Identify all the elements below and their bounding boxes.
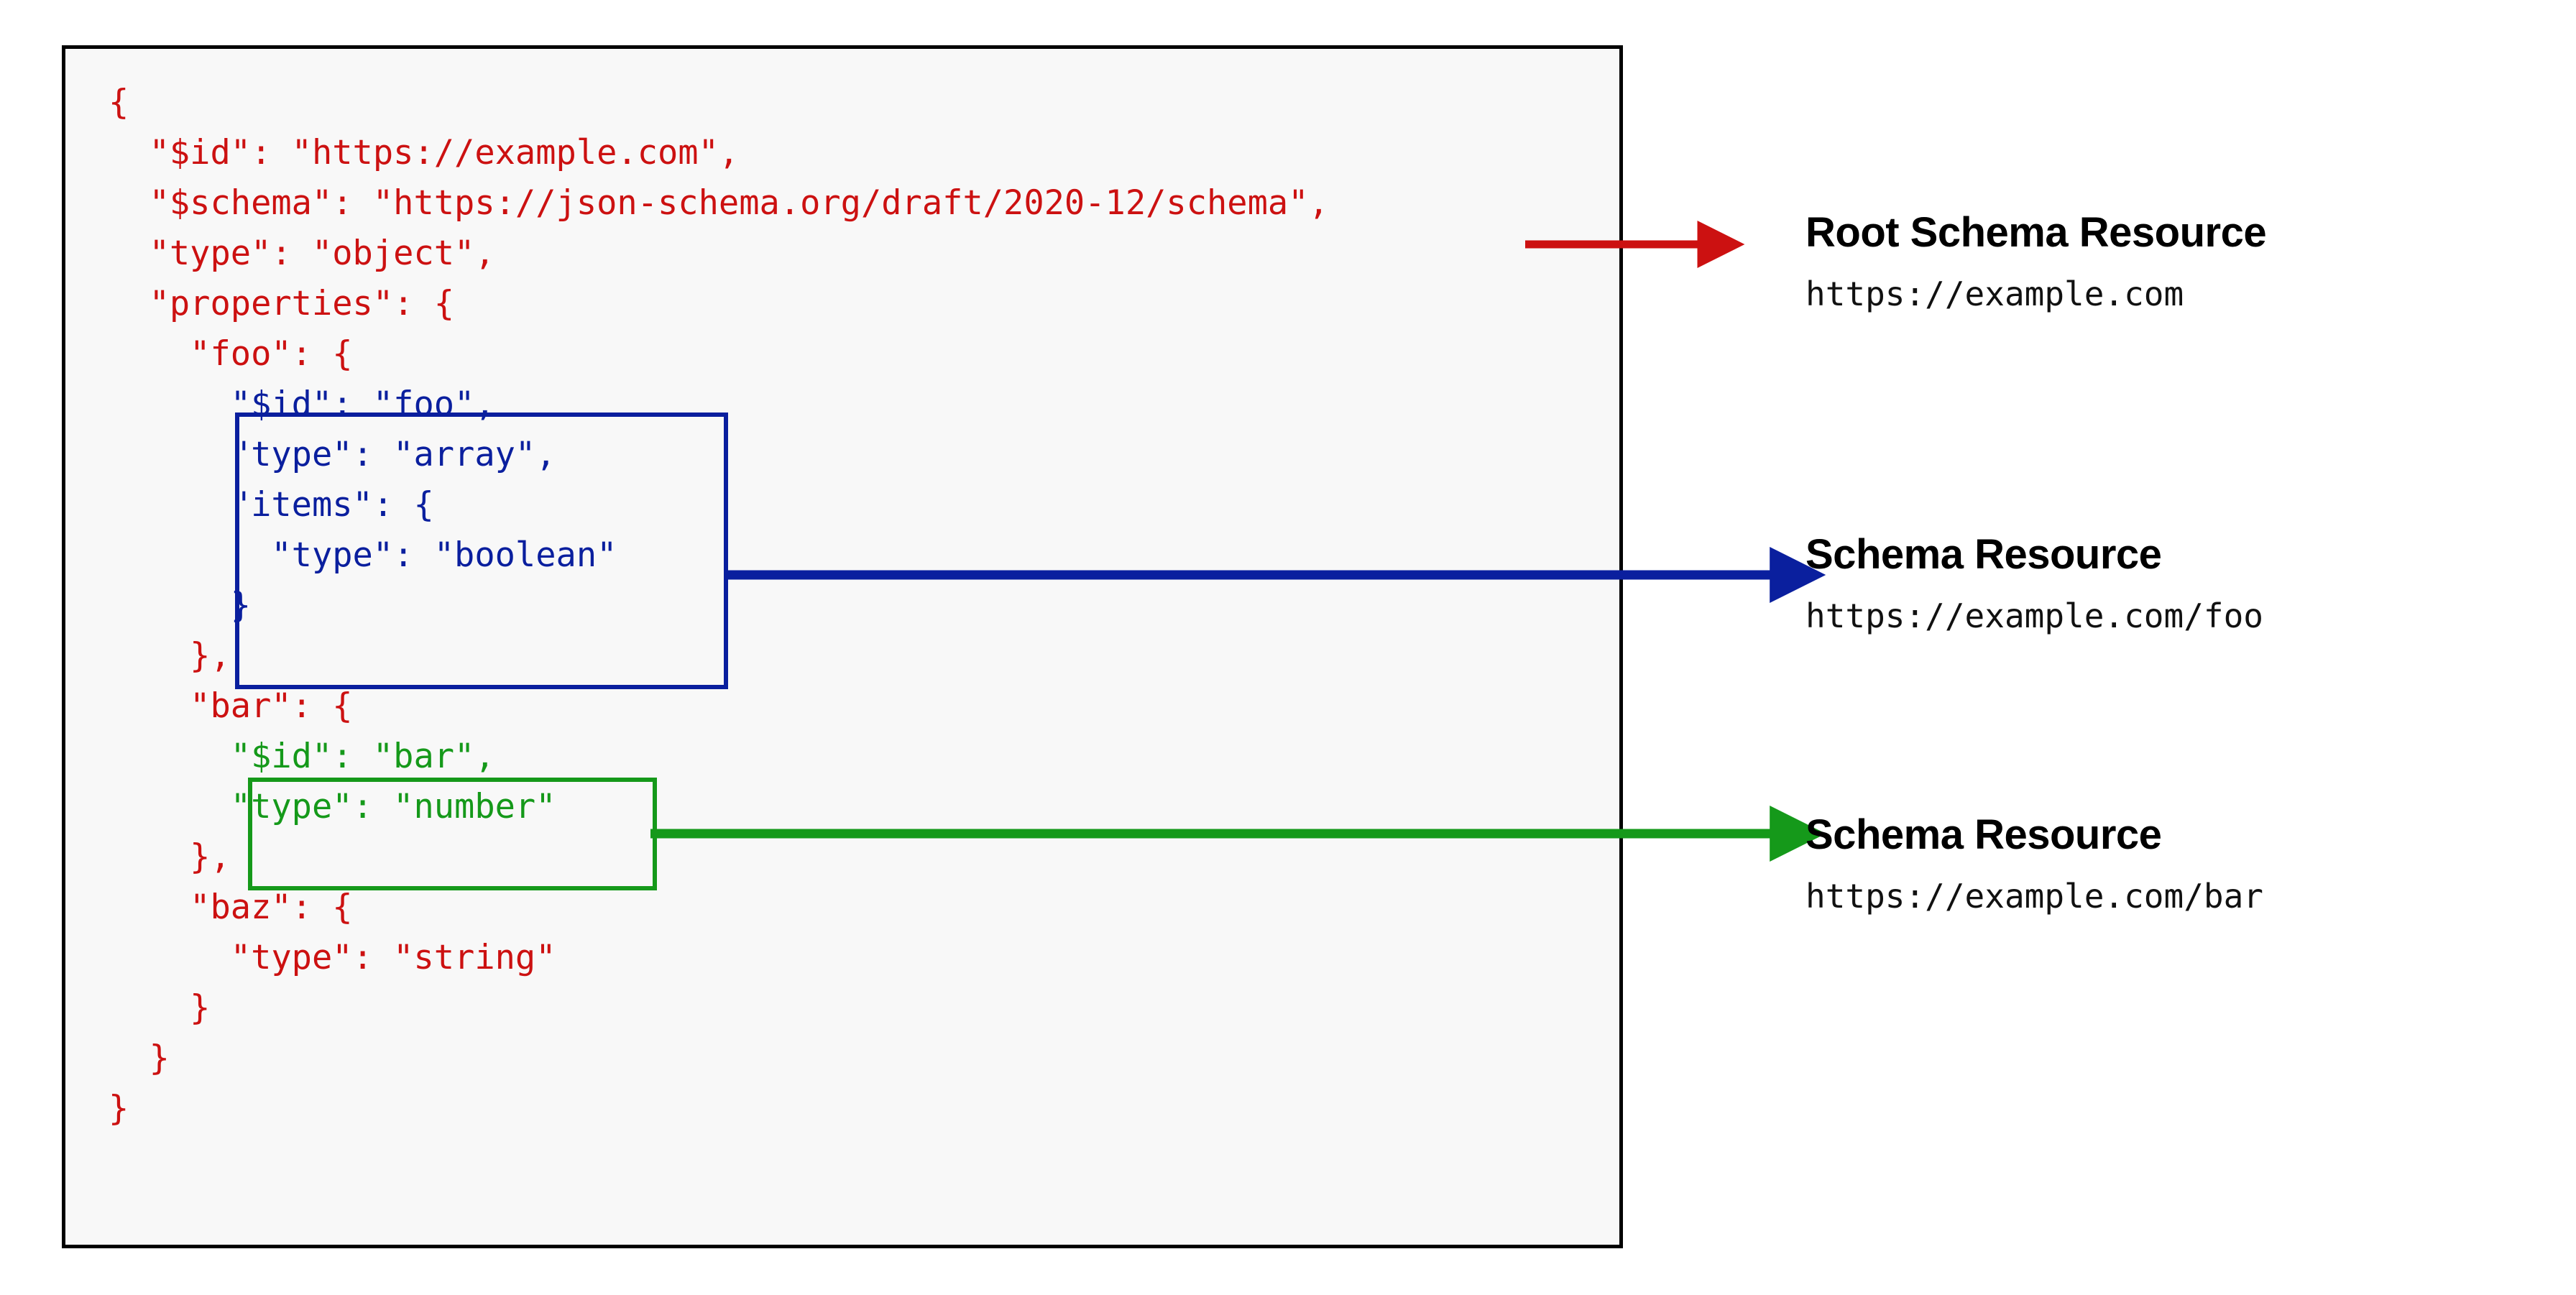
code-line: } xyxy=(109,586,252,625)
code-line: "type": "string" xyxy=(109,938,556,977)
code-line: { xyxy=(109,83,129,122)
annotation-url: https://example.com xyxy=(1806,275,2184,313)
code-line: }, xyxy=(109,636,231,676)
code-line: } xyxy=(109,1089,129,1128)
annotation-url: https://example.com/bar xyxy=(1806,877,2263,916)
code-line: "baz": { xyxy=(109,888,353,927)
code-line: "type": "boolean" xyxy=(109,535,617,575)
annotation-title: Schema Resource xyxy=(1806,531,2162,578)
annotation-schema-resource-bar: Schema Resource https://example.com/bar xyxy=(1806,812,2263,916)
code-line: "$id": "bar", xyxy=(109,737,495,776)
annotation-title: Schema Resource xyxy=(1806,811,2162,858)
code-line: "type": "array", xyxy=(109,435,556,474)
code-line: "foo": { xyxy=(109,334,353,374)
code-line: "properties": { xyxy=(109,284,455,323)
annotation-schema-resource-foo: Schema Resource https://example.com/foo xyxy=(1806,531,2263,636)
code-line: } xyxy=(109,988,211,1028)
code-line: "type": "object", xyxy=(109,234,495,273)
code-line: "bar": { xyxy=(109,686,353,726)
annotation-title: Root Schema Resource xyxy=(1806,209,2267,256)
json-code-panel: { "$id": "https://example.com", "$schema… xyxy=(62,45,1623,1248)
annotation-root-schema-resource: Root Schema Resource https://example.com xyxy=(1806,209,2267,314)
code-line: "items": { xyxy=(109,485,434,525)
code-line: }, xyxy=(109,837,231,877)
code-line: "$id": "https://example.com", xyxy=(109,133,740,172)
annotation-url: https://example.com/foo xyxy=(1806,596,2263,635)
code-line: "type": "number" xyxy=(109,787,556,826)
json-code-block: { "$id": "https://example.com", "$schema… xyxy=(109,78,1329,1134)
code-line: } xyxy=(109,1038,170,1078)
code-line: "$schema": "https://json-schema.org/draf… xyxy=(109,183,1329,223)
code-line: "$id": "foo", xyxy=(109,384,495,424)
